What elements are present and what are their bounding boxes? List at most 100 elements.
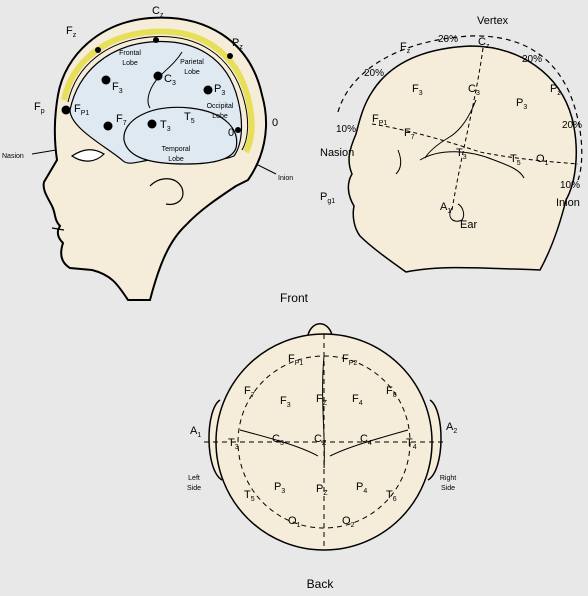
top-label-f4: F4 [352,393,363,407]
top-fissure [322,355,325,469]
right-central-sulcus [424,99,477,159]
left-label-fp1: FP1 [74,103,89,117]
right-arc-dashed [337,35,583,181]
top-inner-dashed-ring [237,355,411,529]
left-label-f3: F3 [112,81,123,95]
left-label-c3: C3 [164,73,176,87]
top-view-panel: Front FP1 FP2 F7 F8 F3 FZ F4 A1 A2 T3 C3… [187,291,457,591]
left-dot-t3 [147,119,157,129]
top-right-sulcus [329,429,409,457]
right-label-pg1: Pg1 [320,191,335,205]
right-label-fp1: FP1 [372,113,387,127]
top-label-pz: PZ [316,483,328,497]
right-coronal-dashed [451,47,484,211]
right-eye [395,149,402,175]
left-dot-c3 [153,71,163,81]
top-label-fp1: FP1 [288,353,303,367]
left-dot-o [235,127,241,133]
top-label-c3: C3 [272,433,284,447]
left-skull-inner-edge [67,36,249,151]
right-label-ear: Ear [460,219,477,231]
right-label-f7: F7 [404,127,415,141]
right-axial-dashed [371,123,579,165]
left-label-cz: Cz [152,5,164,19]
right-label-nasion: Nasion [320,147,354,159]
right-head-panel: Vertex 20% 20% 20% 20% 10% 10% Fz Cz Pz … [320,15,583,273]
right-head-outline [347,45,577,273]
right-label-cz: Cz [478,36,490,50]
right-pct-10-b: 10% [560,180,580,191]
right-pct-20-b: 20% [522,54,542,65]
right-pct-20-d: 20% [562,120,582,131]
left-inion-pointer [255,163,277,175]
left-label-t5: T5 [184,111,195,125]
top-label-cz: CZ [314,433,327,447]
left-mouth [51,227,65,231]
right-pct-10-a: 10% [336,124,356,135]
top-label-p4: P4 [356,481,367,495]
left-label-fp: Fp [34,101,45,115]
top-label-t6: T6 [386,489,397,503]
top-label-f8: F8 [386,385,397,399]
left-nasion-pointer [31,149,57,155]
top-label-o2: O2 [342,515,355,529]
top-label-o1: O1 [288,515,301,529]
right-label-o1: O1 [536,153,549,167]
right-ear [449,203,465,222]
left-label-nasion: Nasion [2,153,24,160]
top-caption-front: Front [280,291,309,305]
left-dot-cz [153,37,159,43]
left-label-f7: F7 [116,113,127,127]
left-label-pz: Pz [232,37,243,51]
left-label-inion: Inion [278,175,293,182]
left-dot-fz [95,47,101,53]
top-label-t4: T4 [406,437,417,451]
left-skull-band [61,28,255,154]
top-nose [307,323,333,336]
top-label-fz: FZ [316,393,328,407]
right-label-inion: Inion [556,197,580,209]
right-pct-20-c: 20% [364,68,384,79]
right-label-pz: Pz [550,83,561,97]
top-left-sulcus [239,429,319,457]
left-dot-p3 [203,85,213,95]
left-label-o-inner: 0 [228,127,234,139]
right-temporal-sulcus [419,151,525,179]
top-label-c4: C4 [360,433,372,447]
top-label-f3: F3 [280,395,291,409]
left-label-fz: Fz [66,25,77,39]
right-label-vertex: Vertex [477,15,509,27]
top-label-a2: A2 [446,421,457,435]
top-label-p3: P3 [274,481,285,495]
right-label-t5: T5 [510,153,521,167]
top-label-fp2: FP2 [342,353,357,367]
right-label-p3: P3 [516,97,527,111]
right-pct-20-a: 20% [438,34,458,45]
top-label-f7: F7 [244,385,255,399]
left-dot-f3 [101,75,111,85]
top-label-t3: T3 [228,437,239,451]
left-eye [70,149,105,162]
right-label-c3: C3 [468,83,480,97]
right-label-fz: Fz [400,41,411,55]
top-caption-back: Back [307,577,335,591]
left-dot-fp1 [61,105,71,115]
top-label-a1: A1 [190,425,201,439]
left-dot-pz [227,53,233,59]
right-label-f3: F3 [412,83,423,97]
top-label-t5: T5 [244,489,255,503]
right-label-t3: T3 [456,147,467,161]
left-label-p3: P3 [214,83,225,97]
left-label-o-outer: 0 [272,117,278,129]
right-label-a1: A1 [440,201,451,215]
left-dot-f7 [103,121,113,131]
